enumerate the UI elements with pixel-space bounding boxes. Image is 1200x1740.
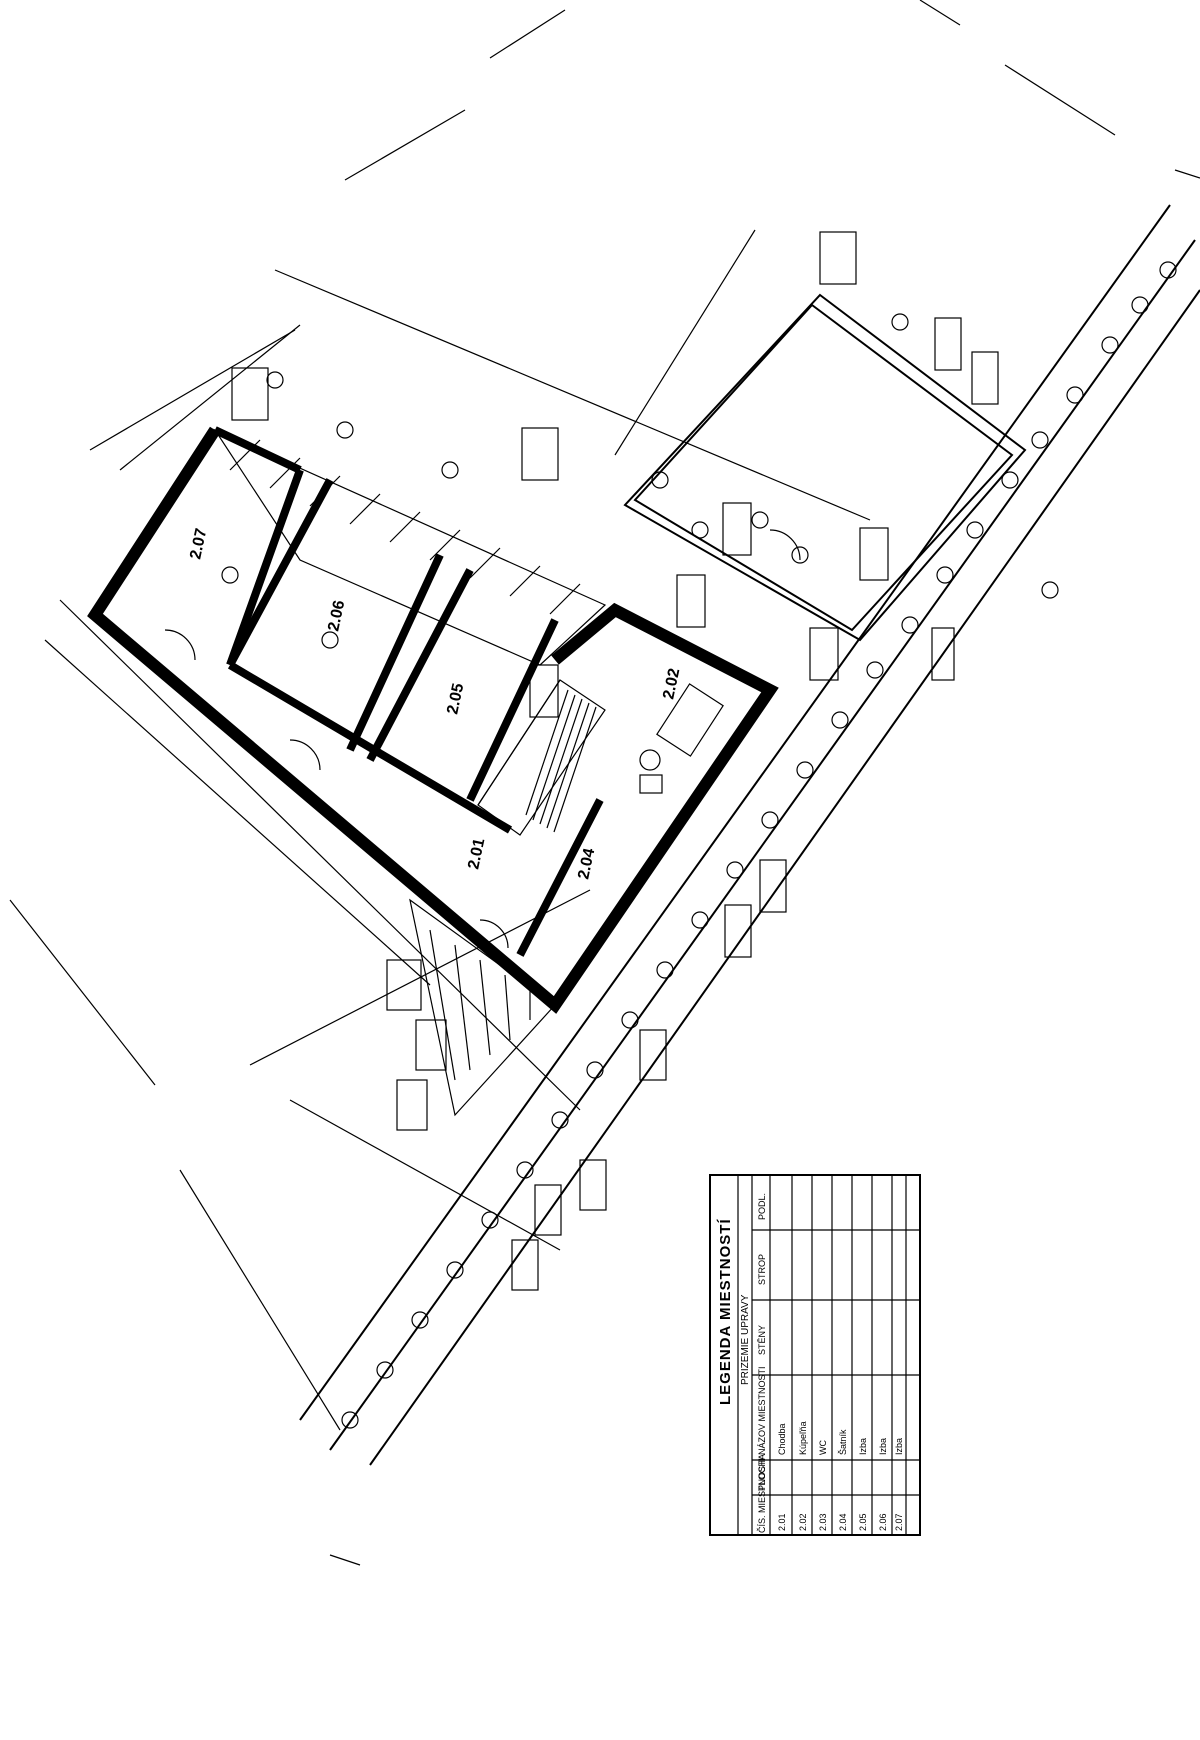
legend-header: PLOCHA bbox=[757, 1454, 767, 1491]
legend-cell: 2.07 bbox=[894, 1513, 904, 1531]
callout-tags bbox=[231, 231, 999, 1291]
legend-subtitle: PRIZEMIE UPRAVY bbox=[740, 1294, 751, 1385]
room-label: 2.01 bbox=[465, 837, 488, 871]
legend-cell: 2.02 bbox=[798, 1513, 808, 1531]
legend-cell: Kúpeľňa bbox=[798, 1421, 808, 1455]
street-strip bbox=[299, 204, 1200, 1466]
legend-table: LEGENDA MIESTNOSTÍ PRIZEMIE UPRAVY ČÍS. … bbox=[709, 1174, 921, 1536]
garden-plot bbox=[623, 293, 1027, 642]
legend-header: ČÍS. MIESTNOSTI bbox=[757, 1458, 767, 1533]
room-label: 2.05 bbox=[444, 682, 467, 716]
room-label: 2.06 bbox=[325, 599, 348, 633]
grid-markers bbox=[221, 261, 1177, 1429]
legend-cell: Izba bbox=[878, 1438, 888, 1455]
dimension-lines bbox=[44, 229, 871, 1251]
legend-cell: 2.03 bbox=[818, 1513, 828, 1531]
legend-cell: Šatník bbox=[838, 1429, 848, 1455]
building-walls bbox=[87, 426, 779, 1014]
legend-header: NÁZOV MIESTNOSTI bbox=[757, 1366, 767, 1455]
legend-cell: Izba bbox=[858, 1438, 868, 1455]
room-label: 2.07 bbox=[187, 527, 210, 561]
legend-cell: 2.04 bbox=[838, 1513, 848, 1531]
legend-cell: 2.06 bbox=[878, 1513, 888, 1531]
bathroom-fixtures bbox=[639, 683, 724, 794]
legend-header: STĚNY bbox=[757, 1325, 767, 1355]
site-boundary-lines bbox=[9, 0, 1200, 1566]
door-swings bbox=[164, 529, 801, 949]
room-label: 2.02 bbox=[660, 667, 683, 701]
entrance-ramp bbox=[409, 898, 556, 1117]
legend-header: STROP bbox=[757, 1254, 767, 1285]
staircase bbox=[477, 679, 606, 836]
legend-cell: Izba bbox=[894, 1438, 904, 1455]
legend-title: LEGENDA MIESTNOSTÍ bbox=[717, 1218, 734, 1405]
legend-cell: Chodba bbox=[777, 1423, 787, 1455]
room-labels: 2.07 2.06 2.05 2.02 2.01 2.04 bbox=[187, 527, 683, 881]
legend-cell: 2.05 bbox=[858, 1513, 868, 1531]
legend-cell: 2.01 bbox=[777, 1513, 787, 1531]
legend-cell: WC bbox=[818, 1440, 828, 1455]
legend-header: PODL. bbox=[757, 1193, 767, 1220]
room-label: 2.04 bbox=[575, 847, 598, 881]
